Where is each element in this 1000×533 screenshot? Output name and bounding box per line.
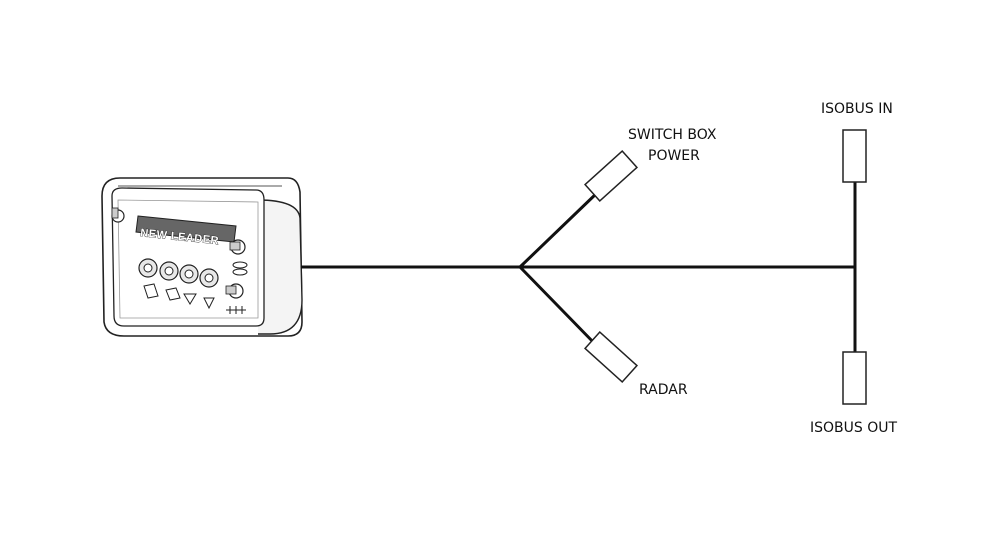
control-knob-4 <box>199 268 219 288</box>
radar-branch <box>518 265 600 349</box>
switch-box-power-label-line2: POWER <box>648 148 700 164</box>
controller-switch-box: NEW LEADER <box>101 177 303 337</box>
switch-box-power-connector <box>584 150 638 202</box>
isobus-in-label: ISOBUS IN <box>821 101 893 117</box>
toggle-switch-right-bottom <box>225 283 244 299</box>
toggle-switch-right-top <box>229 239 246 255</box>
control-knob-1 <box>138 258 158 278</box>
control-knob-2 <box>159 261 179 281</box>
indicator-lights <box>232 261 248 276</box>
radar-connector <box>584 331 638 383</box>
switch-box-power-label-line1: SWITCH BOX <box>628 127 717 143</box>
isobus-in-connector <box>842 129 867 183</box>
isobus-out-label: ISOBUS OUT <box>810 420 897 436</box>
isobus-out-connector <box>842 351 867 405</box>
radar-label: RADAR <box>639 382 688 398</box>
switch-box-power-branch <box>518 190 600 269</box>
harness-wiring <box>300 178 857 354</box>
function-icons <box>143 283 246 314</box>
toggle-switch-left <box>111 207 125 223</box>
control-knob-3 <box>179 264 199 284</box>
